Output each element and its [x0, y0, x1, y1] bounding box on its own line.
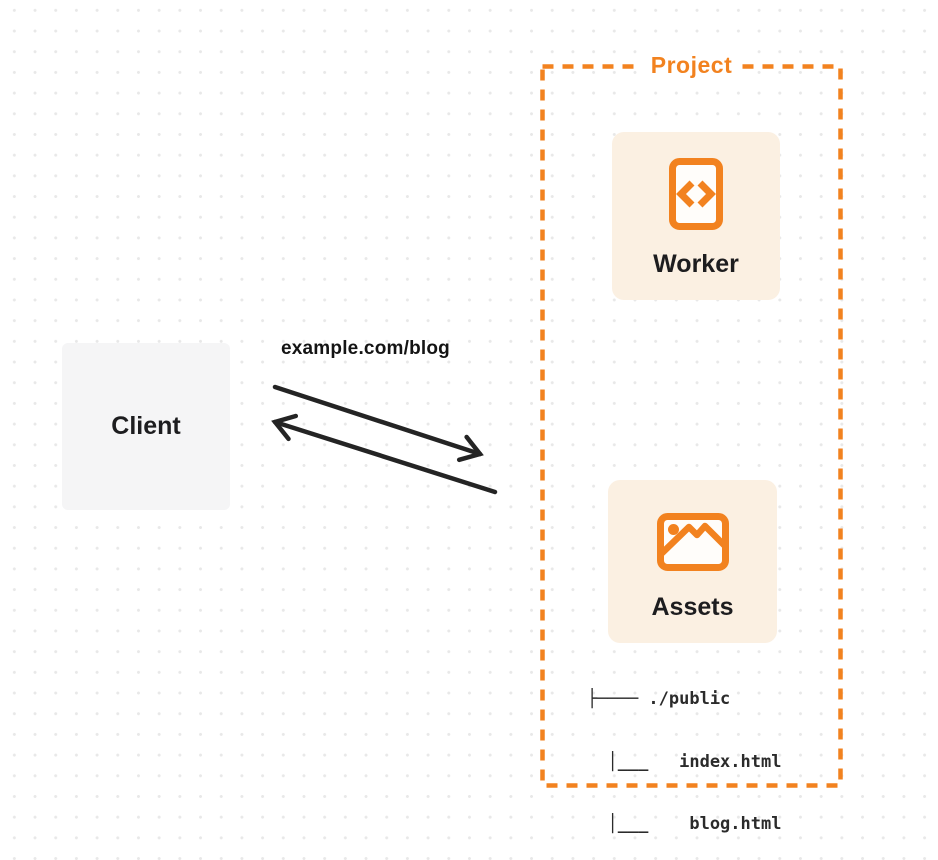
client-label: Client [111, 412, 181, 440]
request-url-label: example.com/blog [281, 338, 450, 359]
client-node: Client [62, 343, 230, 510]
worker-label: Worker [653, 250, 739, 278]
assets-card: Assets [608, 480, 777, 643]
file-tree-line-public: ├──── ./public [587, 689, 731, 710]
response-arrow [271, 413, 498, 495]
file-tree-line-index: │___ index.html [587, 751, 782, 772]
request-arrow [272, 384, 484, 463]
file-tree: ├──── ./public │___ index.html │___ blog… [587, 648, 781, 860]
file-tree-line-blog: │___ blog.html [587, 813, 782, 834]
request-response-arrows [271, 384, 498, 495]
image-icon [655, 513, 730, 571]
code-document-icon [669, 158, 723, 230]
assets-label: Assets [651, 593, 734, 621]
worker-card: Worker [612, 132, 780, 300]
